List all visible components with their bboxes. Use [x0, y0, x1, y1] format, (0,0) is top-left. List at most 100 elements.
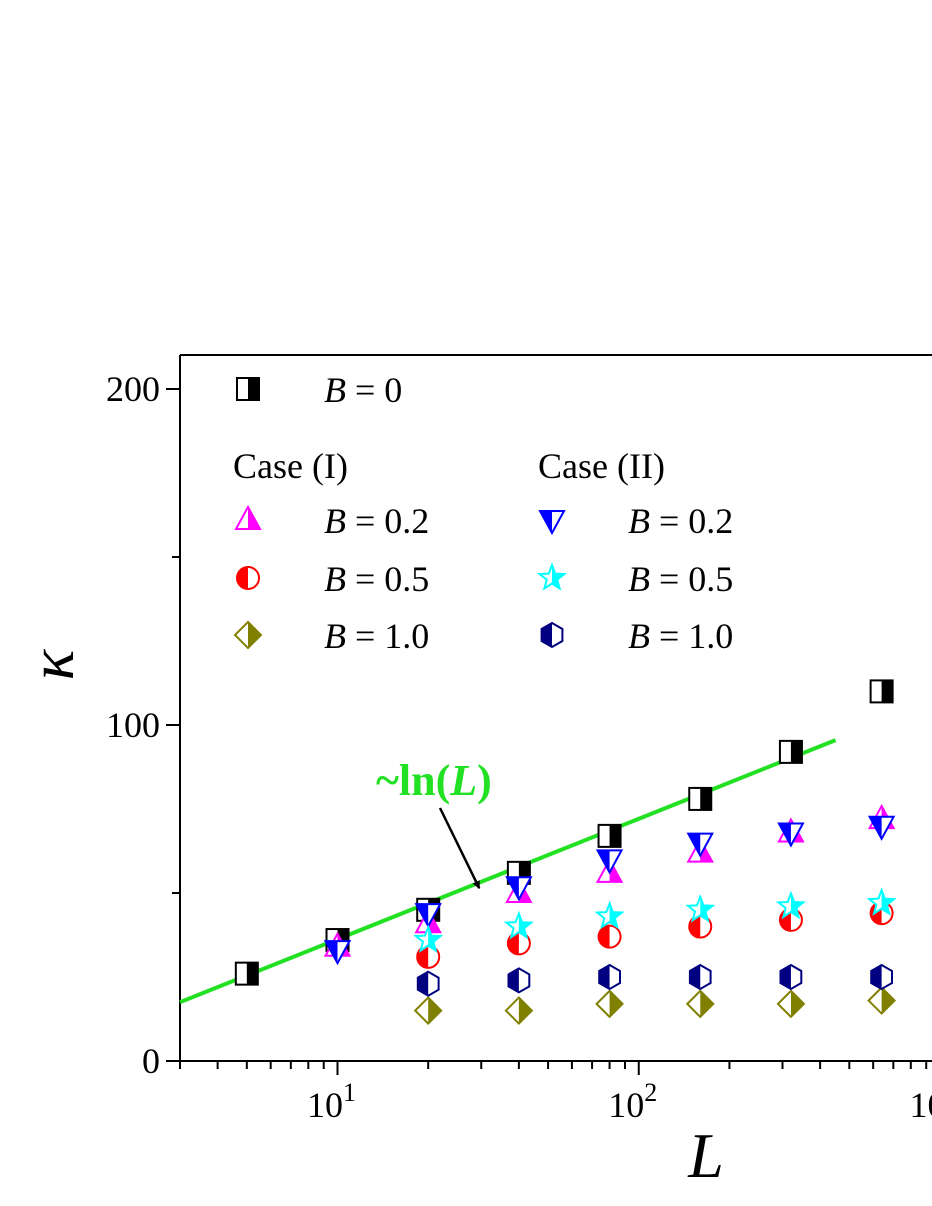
y-tick-label: 0: [142, 1041, 160, 1081]
marker-fill: [248, 622, 261, 648]
data-point-c1_05: [597, 924, 622, 949]
data-point-c2_02: [595, 849, 624, 875]
data-point-c2_10: [416, 970, 440, 997]
marker-fill: [779, 893, 804, 917]
marker-fill: [778, 823, 791, 846]
marker-fill: [518, 861, 530, 884]
marker-fill: [881, 987, 895, 1014]
data-point-c2_02: [505, 876, 533, 902]
legend-marker-c1_10: [233, 620, 263, 650]
marker-fill: [507, 914, 532, 938]
series-c2_10: [416, 963, 893, 997]
marker-fill: [689, 965, 701, 989]
marker-fill: [700, 787, 712, 810]
marker-fill: [248, 507, 260, 529]
series-c1_05: [416, 901, 894, 969]
legend-case2-heading: Case (II): [538, 446, 665, 486]
data-point-b0: [778, 739, 803, 764]
x-tick-label: 101: [307, 1078, 356, 1125]
marker-fill: [237, 567, 248, 589]
marker-fill: [417, 971, 429, 996]
marker-fill: [598, 925, 610, 948]
marker-fill: [597, 850, 610, 873]
data-point-c2_10: [688, 963, 712, 991]
data-point-c2_02: [323, 940, 352, 966]
marker-fill: [869, 890, 894, 914]
marker-fill: [428, 997, 442, 1024]
marker-fill: [325, 941, 338, 964]
marker-fill: [790, 740, 802, 763]
marker-fill: [597, 904, 622, 928]
data-point-b0: [869, 679, 894, 704]
data-point-c2_05: [413, 924, 444, 953]
marker-fill: [540, 565, 565, 589]
legend-label-c2_02: B = 0.2: [628, 501, 733, 541]
legend-label-c1_05: B = 0.5: [324, 559, 429, 599]
data-point-c1_10: [413, 996, 443, 1026]
data-point-c1_10: [504, 996, 534, 1026]
marker-fill: [688, 833, 701, 856]
marker-fill: [871, 965, 882, 989]
series-c2_02: [323, 815, 896, 966]
marker-fill: [688, 897, 713, 921]
y-tick-label: 100: [106, 705, 160, 745]
data-point-b0: [234, 961, 259, 986]
data-point-c2_05: [775, 890, 806, 920]
legend-label-c2_05: B = 0.5: [628, 559, 733, 599]
legend-marker-c2_05: [536, 562, 568, 591]
plot-axes: 0 100 200 101 102 103: [106, 354, 932, 1125]
legend-marker-c1_02: [234, 504, 262, 530]
legend-label-b0: B = 0: [324, 370, 402, 410]
marker-fill: [518, 997, 532, 1024]
legend-marker-c2_02: [538, 510, 566, 536]
marker-fill: [506, 877, 519, 900]
data-point-c2_10: [598, 963, 621, 991]
y-axis-label: κ: [16, 648, 87, 680]
data-point-c2_05: [866, 887, 897, 916]
marker-fill: [780, 965, 791, 989]
data-point-c2_02: [414, 903, 442, 929]
data-point-c2_05: [685, 893, 716, 923]
legend-marker-b0: [236, 377, 260, 401]
marker-fill: [540, 511, 552, 533]
annotation-arrow: [438, 807, 481, 890]
data-point-c1_10: [595, 989, 624, 1019]
x-axis-label: L: [687, 1120, 724, 1191]
x-tick-label: 102: [608, 1078, 657, 1125]
data-point-c2_02: [867, 815, 896, 841]
y-tick-label: 200: [106, 369, 160, 409]
data-points: [234, 679, 897, 1026]
data-point-c2_02: [777, 822, 805, 848]
series-c2_05: [413, 887, 897, 953]
legend-label-c1_02: B = 0.2: [324, 501, 429, 541]
x-tick-label: 103: [910, 1078, 932, 1125]
marker-fill: [541, 623, 552, 647]
data-point-c1_10: [685, 989, 715, 1019]
data-point-b0: [688, 786, 713, 811]
data-point-c2_10: [870, 963, 893, 991]
marker-fill: [508, 968, 519, 993]
data-point-c2_05: [594, 900, 625, 930]
marker-fill: [337, 929, 349, 952]
legend: Case (I) Case (II) B = 0 B = 0.2 B = 0.5 B …: [233, 370, 733, 656]
marker-fill: [869, 816, 882, 839]
series-c1_10: [413, 986, 897, 1026]
legend-marker-c1_05: [236, 566, 260, 590]
marker-fill: [248, 378, 259, 400]
legend-label-c2_10: B = 1.0: [628, 616, 733, 656]
legend-marker-c2_10: [540, 621, 564, 649]
marker-fill: [609, 990, 623, 1017]
marker-fill: [881, 680, 893, 703]
annotation: ~ln(L): [376, 756, 492, 890]
data-point-c2_10: [779, 963, 803, 991]
legend-case1-heading: Case (I): [233, 446, 348, 486]
data-point-c2_02: [686, 832, 714, 858]
marker-fill: [246, 962, 258, 985]
marker-fill: [609, 824, 621, 847]
marker-fill: [599, 965, 610, 989]
data-point-b0: [597, 823, 622, 848]
data-point-c2_10: [507, 967, 531, 994]
legend-label-c1_10: B = 1.0: [324, 616, 429, 656]
data-point-c1_10: [776, 989, 806, 1019]
